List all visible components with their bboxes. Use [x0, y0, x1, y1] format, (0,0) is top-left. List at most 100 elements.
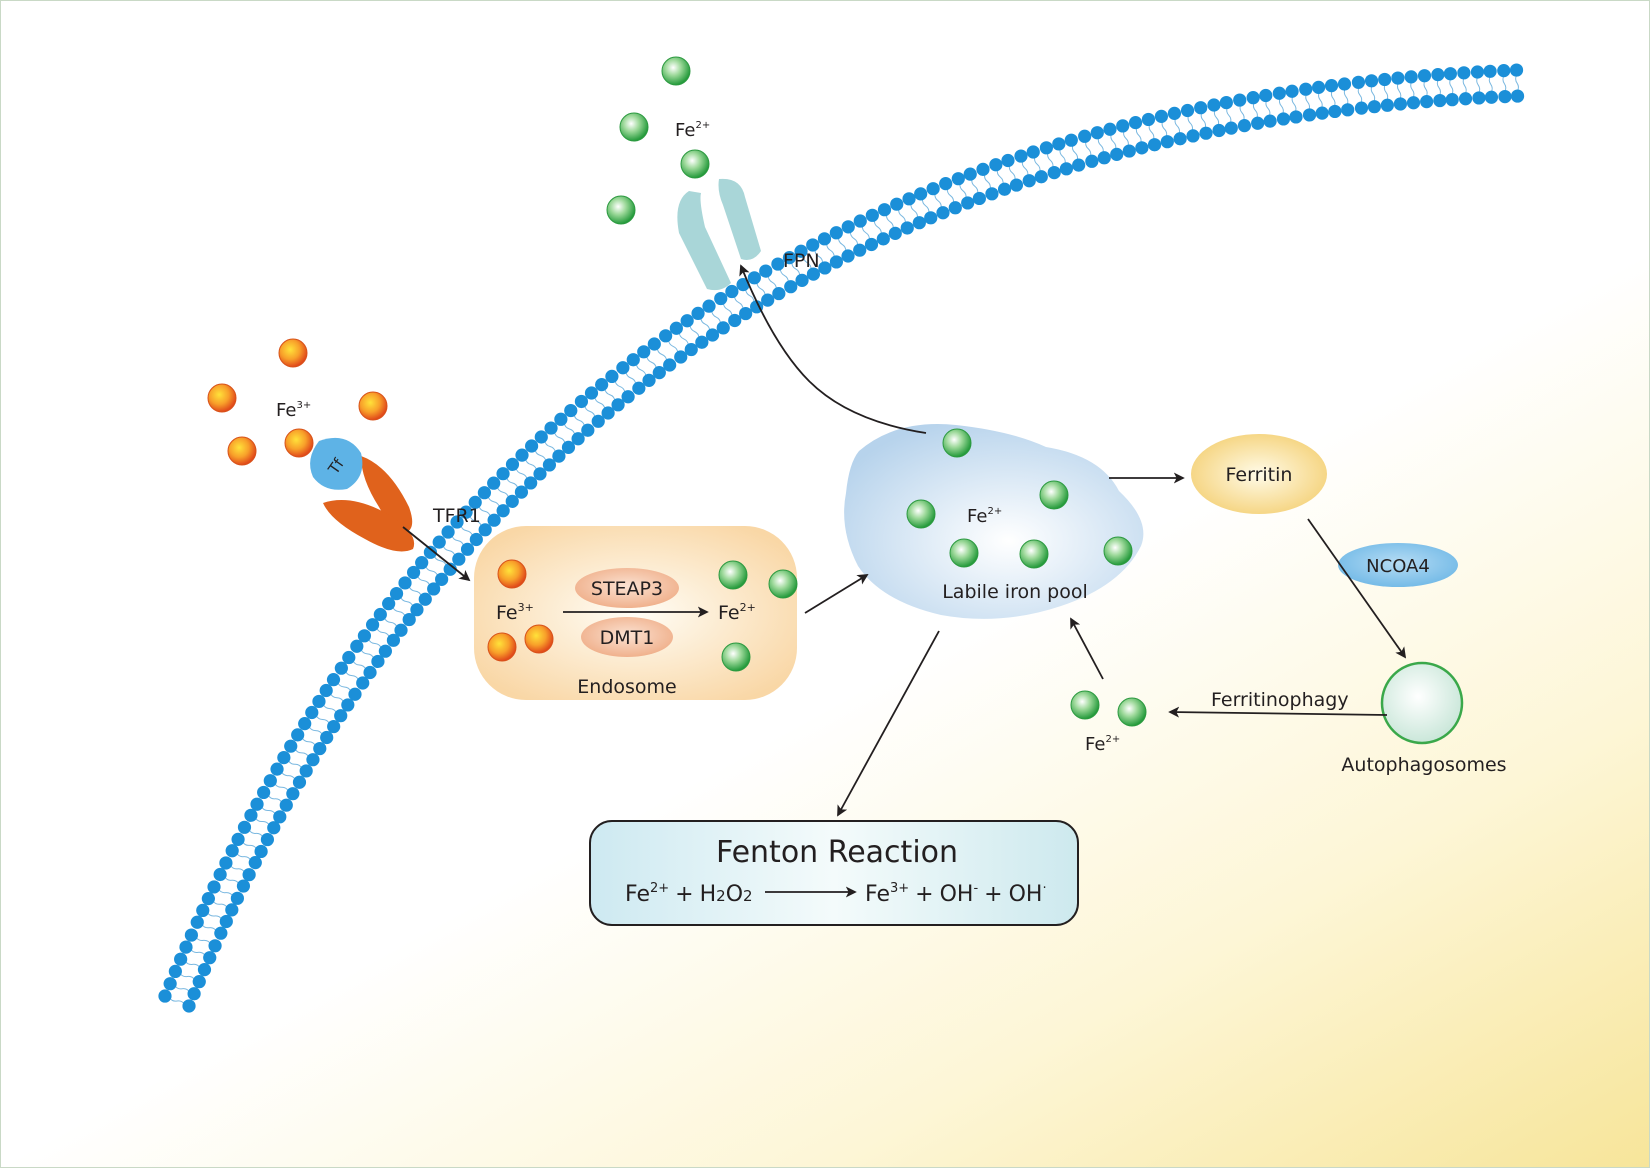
lipid-head: [286, 787, 300, 801]
arrow-tfr1-to-endosome: [402, 526, 471, 582]
lipid-tail: [345, 670, 360, 681]
fe3-ion: [207, 383, 237, 413]
lipid-head: [1393, 97, 1407, 111]
lipid-tail: [1330, 90, 1336, 107]
lipid-head: [225, 903, 239, 917]
lipid-tail: [392, 606, 406, 617]
lipid-head: [427, 582, 441, 596]
lipid-head: [179, 940, 193, 954]
lipid-head: [1443, 67, 1457, 81]
lipid-head: [961, 196, 975, 210]
lipid-head: [386, 633, 401, 647]
lipid-tail: [1187, 115, 1193, 132]
fe2-ion: [619, 112, 649, 142]
lipid-tail: [1161, 121, 1168, 137]
lipid-tail: [408, 585, 422, 597]
lipid-head: [841, 220, 855, 234]
lipid-head: [524, 476, 538, 490]
lipid-head: [342, 650, 356, 665]
lipid-head: [432, 535, 446, 549]
lipid-head: [1391, 71, 1405, 85]
lipid-head: [192, 975, 206, 989]
lipid-tail: [1383, 84, 1389, 101]
lipid-head: [1289, 110, 1303, 124]
lipid-head: [168, 964, 182, 978]
lipid-head: [684, 342, 698, 357]
lipid-tail: [1047, 152, 1054, 168]
lipid-head: [716, 321, 730, 335]
lipid-head: [230, 891, 244, 905]
lipid-head: [1420, 95, 1434, 109]
endosome-label: Endosome: [577, 676, 676, 698]
lipid-head: [680, 314, 694, 328]
lipid-head: [1014, 149, 1028, 163]
lipid-head: [1380, 98, 1394, 112]
lipid-tail: [416, 575, 431, 586]
cell-membrane: [158, 63, 1525, 1013]
fe2-ion: [1103, 536, 1133, 566]
fe2-ion: [906, 499, 936, 529]
lipid-head: [291, 728, 305, 742]
lipid-tail: [1305, 93, 1311, 111]
lipid-tail: [1343, 88, 1349, 106]
lipid-head: [985, 187, 999, 201]
lipid-head: [1433, 93, 1447, 108]
lipid-head: [581, 423, 595, 437]
fe2-ion: [606, 195, 636, 225]
lipid-head: [373, 607, 387, 622]
lipid-tail: [711, 310, 722, 324]
lipid-head: [356, 676, 370, 690]
lipid-head: [1354, 101, 1369, 115]
lipid-head: [208, 939, 222, 953]
lipid-head: [642, 373, 656, 387]
fenton-reaction-box: Fenton Reaction Fe2++H2O2 Fe3++OH-+OH·: [589, 820, 1079, 926]
lipid-tail: [946, 188, 955, 204]
lipid-tail: [861, 225, 870, 241]
fe2-ions: [606, 56, 1147, 727]
fe3-ion: [358, 391, 388, 421]
lipid-tail: [1239, 104, 1245, 121]
lipid-head: [876, 232, 890, 246]
lipid-tail: [1085, 140, 1092, 157]
lipid-head: [853, 214, 867, 228]
lipid-tail: [885, 214, 894, 229]
lipid-head: [924, 211, 938, 225]
lipid-head: [1263, 114, 1277, 128]
lipid-tail: [1200, 112, 1207, 129]
lipid-head: [772, 286, 786, 301]
fe2-ion: [1117, 697, 1147, 727]
lipid-head: [443, 562, 457, 576]
lipid-head: [1039, 141, 1054, 155]
steap3-label: STEAP3: [591, 578, 663, 600]
lipid-head: [415, 556, 429, 570]
arrow-ferritin-to-autophagosome: [1307, 518, 1407, 659]
lipid-head: [864, 237, 879, 252]
lipid-tail: [1123, 130, 1129, 147]
lipid-head: [348, 687, 362, 701]
lipid-tail: [1436, 79, 1441, 96]
lipid-head: [1276, 112, 1291, 126]
lipid-head: [865, 208, 879, 222]
lipid-head: [601, 406, 615, 420]
lipid-head: [747, 271, 761, 285]
fe3-ion: [497, 559, 527, 589]
lipid-head: [1199, 126, 1213, 140]
lipid-tail: [301, 737, 316, 747]
pathway-arrows: [402, 264, 1407, 817]
lipid-tail: [756, 282, 766, 296]
lipid-tail: [1318, 92, 1323, 109]
endosome-fe2-label: Fe2+: [718, 601, 756, 624]
lipid-head: [242, 868, 256, 882]
lipid-head: [818, 261, 832, 275]
lipid-head: [939, 177, 953, 191]
autophagosome: Autophagosomes: [1341, 661, 1507, 776]
lipid-head: [326, 673, 341, 687]
lipid-tail: [646, 355, 657, 369]
lipid-tail: [280, 771, 296, 780]
lipid-head: [1351, 75, 1366, 89]
lipid-head: [1324, 79, 1339, 93]
arrow-pool-to-fpn: [739, 264, 927, 434]
lipid-tail: [959, 183, 967, 199]
lipid-head: [389, 586, 404, 601]
lipid-tail: [849, 231, 859, 246]
